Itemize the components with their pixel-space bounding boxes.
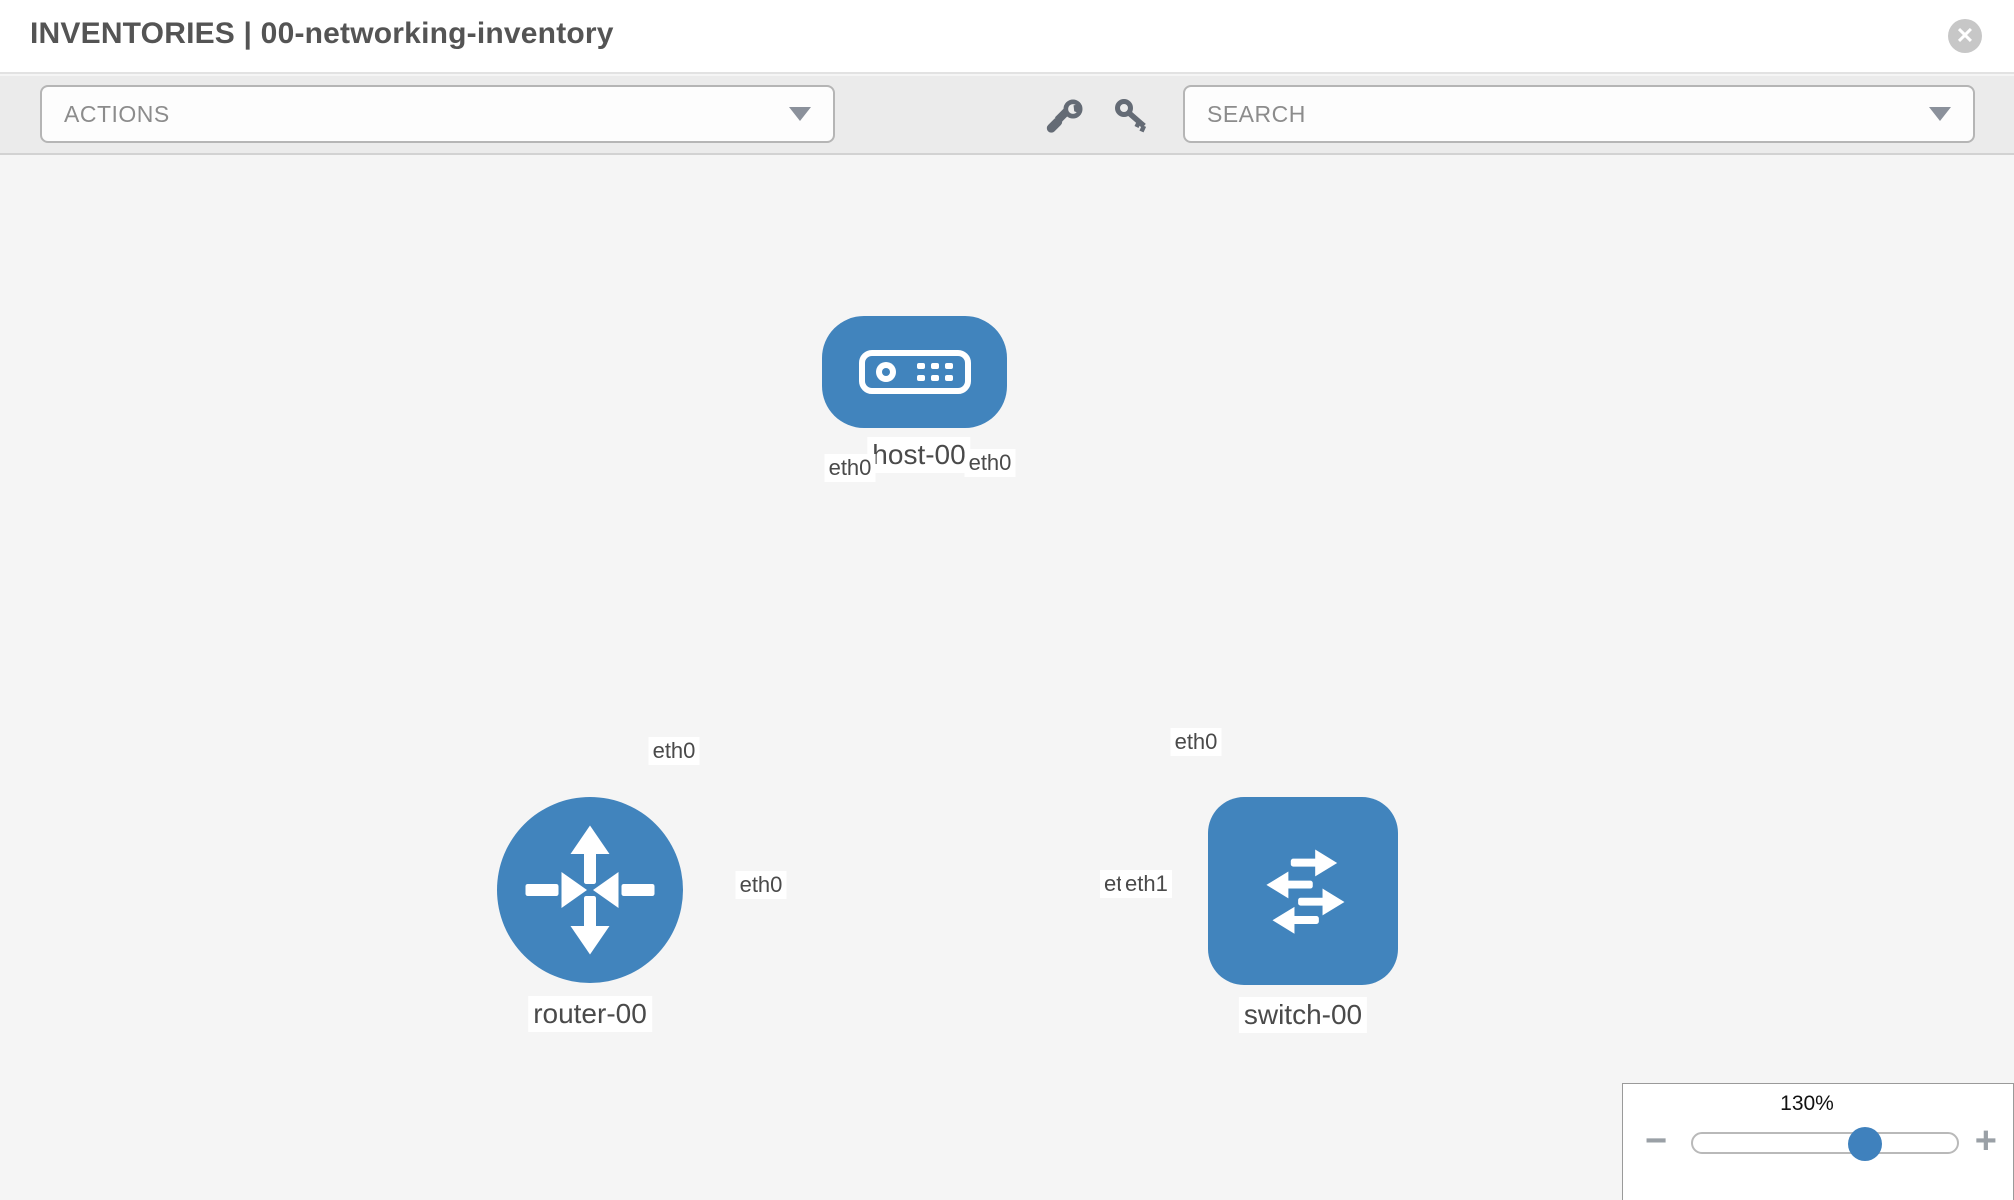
zoom-out-button[interactable]: − bbox=[1645, 1120, 1668, 1162]
chevron-down-icon bbox=[1929, 107, 1951, 121]
interface-label-host-eth0-right: eth0 bbox=[964, 449, 1016, 477]
interface-label-switch-eth1: eth1 bbox=[1121, 870, 1172, 898]
wrench-icon[interactable] bbox=[1046, 96, 1086, 136]
router-icon bbox=[525, 825, 655, 955]
header: INVENTORIES | 00-networking-inventory ✕ bbox=[0, 0, 2014, 74]
interface-label-host-eth0-left: eth0 bbox=[824, 454, 876, 482]
actions-dropdown-label: ACTIONS bbox=[64, 100, 170, 127]
search-dropdown[interactable]: SEARCH bbox=[1183, 85, 1975, 143]
switch-icon bbox=[1266, 849, 1345, 934]
toolbar: ACTIONS bbox=[0, 76, 2014, 155]
interface-label-switch-eth0-top: eth0 bbox=[1170, 728, 1222, 756]
zoom-control-panel: 130% − + bbox=[1622, 1083, 2014, 1200]
actions-dropdown[interactable]: ACTIONS bbox=[40, 85, 835, 143]
zoom-slider-track[interactable] bbox=[1691, 1127, 1959, 1161]
node-label-switch-00: switch-00 bbox=[1238, 997, 1368, 1033]
server-icon bbox=[858, 350, 971, 394]
zoom-slider-thumb[interactable] bbox=[1848, 1127, 1882, 1161]
interface-label-router-eth0-right: eth0 bbox=[735, 871, 787, 899]
node-label-host-00: host-00 bbox=[867, 437, 971, 473]
node-label-router-00: router-00 bbox=[528, 996, 652, 1032]
topology-canvas[interactable] bbox=[0, 157, 2014, 1200]
search-dropdown-label: SEARCH bbox=[1207, 100, 1306, 127]
node-switch-00[interactable] bbox=[1208, 797, 1398, 985]
key-icon[interactable] bbox=[1112, 96, 1152, 136]
zoom-level-value: 130% bbox=[1780, 1092, 1834, 1115]
node-host-00[interactable] bbox=[822, 316, 1007, 428]
interface-label-router-eth0-to-host: eth0 bbox=[648, 737, 700, 765]
page-title: INVENTORIES | 00-networking-inventory bbox=[30, 17, 614, 50]
zoom-in-button[interactable]: + bbox=[1974, 1120, 1997, 1162]
node-router-00[interactable] bbox=[497, 797, 683, 983]
close-button[interactable]: ✕ bbox=[1948, 19, 1982, 53]
chevron-down-icon bbox=[789, 107, 811, 121]
